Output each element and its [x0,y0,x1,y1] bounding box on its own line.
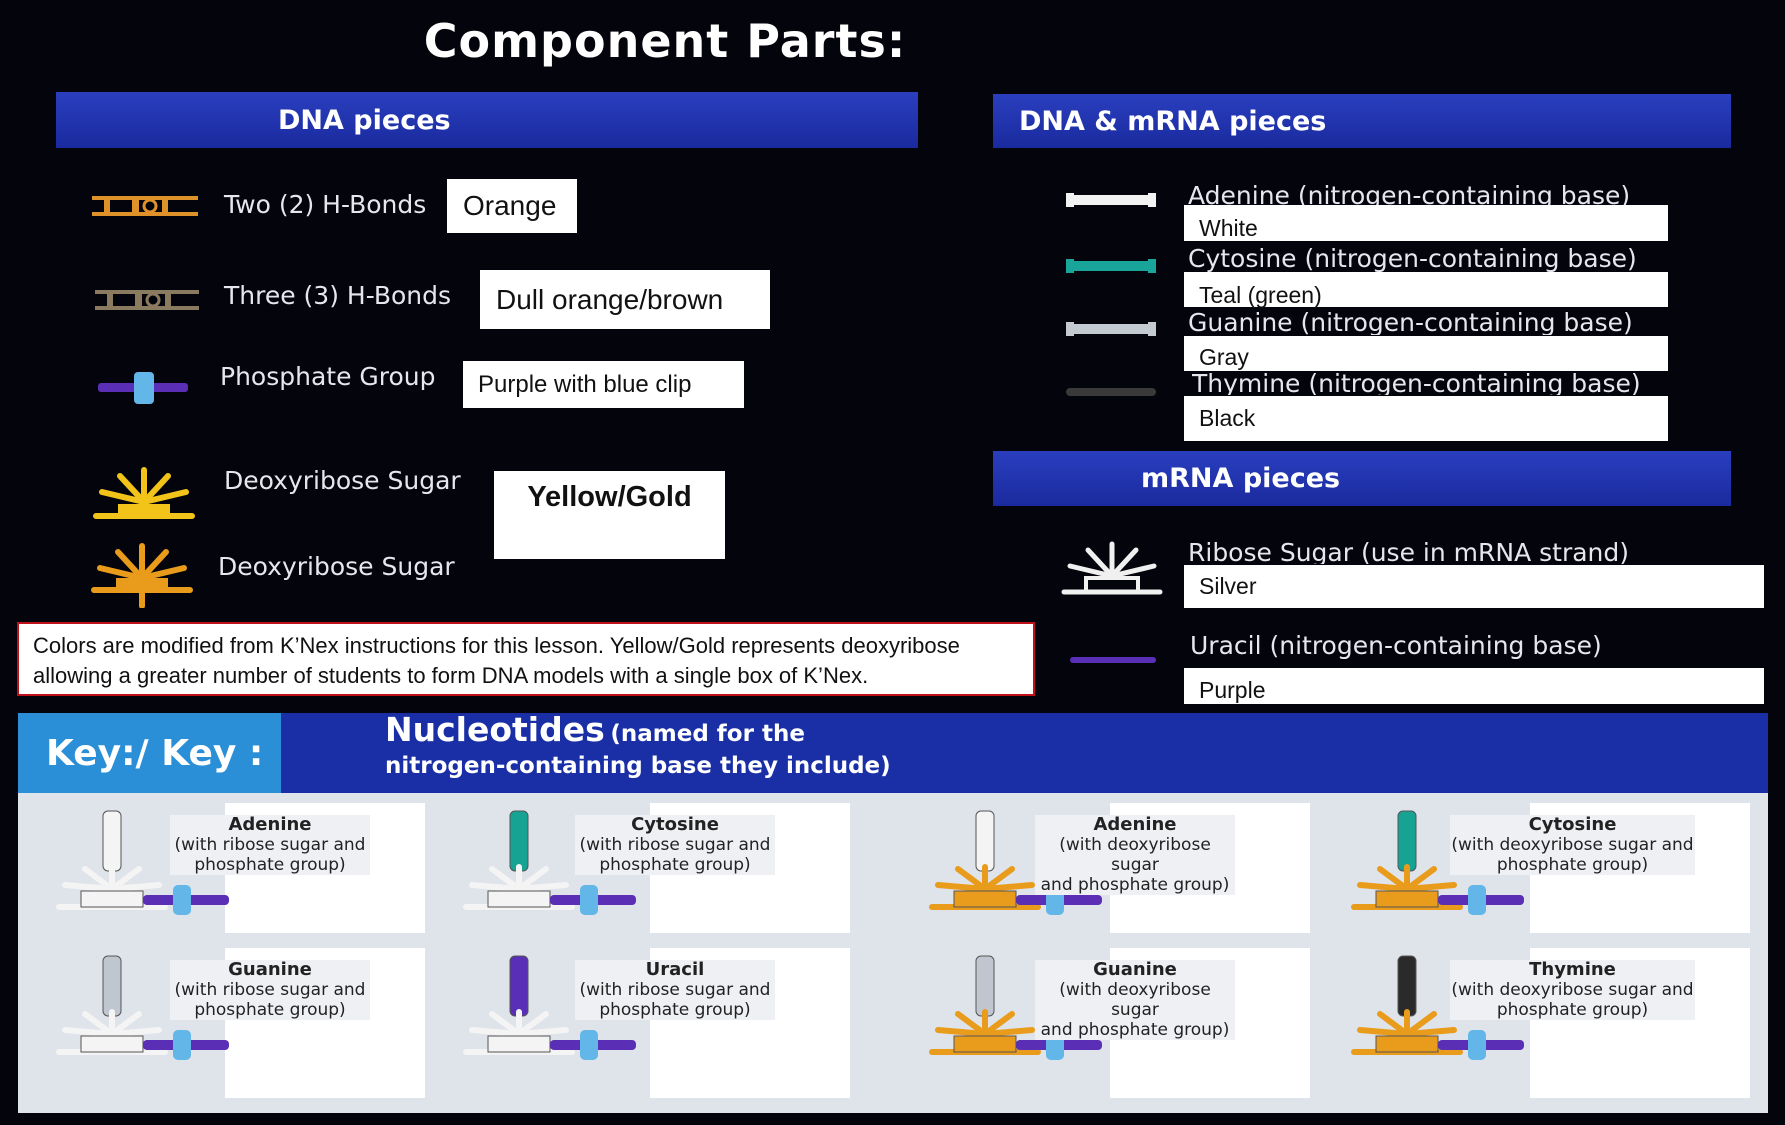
uracil-label: Uracil (nitrogen-containing base) [1190,631,1602,660]
nucleotide-model-icon [929,955,1102,1060]
nucleotide-name: Thymine [1529,959,1616,980]
answer-box-phosphate: Purple with blue clip [463,361,744,408]
nucleotide-desc-line-2: and phosphate group) [1040,875,1230,895]
nucleotide-name: Cytosine [631,814,719,835]
answer-box-uracil: Purple [1184,668,1764,704]
nucleotide-desc-line-2: phosphate group) [194,1000,346,1020]
answer-box-guanine: Gray [1184,336,1668,371]
ribose-sugar-icon [1061,541,1163,595]
answer-box-thymine: Black [1184,396,1668,441]
dna-item-label-1: Two (2) H-Bonds [224,190,427,219]
adenine-piece-icon [1066,193,1156,207]
dna-mrna-pieces-header: DNA & mRNA pieces [993,94,1731,148]
mrna-pieces-header-label: mRNA pieces [1141,463,1341,494]
nucleotide-desc-line-1: (with ribose sugar and [174,835,366,855]
nucleotide-name: Cytosine [1528,814,1617,835]
hbond-two-icon [92,196,198,216]
nucleotide-desc-line-1: (with deoxyribose sugar and [1451,835,1694,855]
nucleotide-desc-line-1: (with ribose sugar and [579,980,771,1000]
answer-box-two-hbonds: Orange [447,179,577,233]
nucleotide-model-icon [463,810,636,915]
nucleotide-model-icon [1351,810,1524,915]
nucleotide-model-icon [56,955,229,1060]
answer-box-cytosine: Teal (green) [1184,272,1668,308]
dna-item-label-2: Three (3) H-Bonds [224,281,452,310]
thymine-label: Thymine (nitrogen-containing base) [1192,369,1641,395]
nucleotide-name: Uracil [645,959,705,980]
nucleotide-model-icon [929,810,1102,915]
nucleotide-desc-line-2: phosphate group) [1496,855,1649,875]
page-title: Component Parts: [423,14,907,68]
hbond-three-icon [95,290,199,310]
answer-box-ribose: Silver [1184,565,1764,608]
nucleotide-name: Adenine [1093,814,1177,835]
thymine-piece-icon [1066,388,1156,396]
cytosine-label: Cytosine (nitrogen-containing base) [1188,246,1637,272]
dna-item-label-4: Deoxyribose Sugar [224,466,461,495]
dna-pieces-header-label: DNA pieces [278,104,451,136]
nucleotides-title-small-2: nitrogen-containing base they include) [385,753,891,779]
key-tab: Key:/ Key : [18,713,281,793]
answer-box-three-hbonds: Dull orange/brown [480,270,770,329]
nucleotide-name: Guanine [228,959,312,980]
deoxyribose-orange-icon [91,543,193,608]
nucleotide-desc-line-1: (with ribose sugar and [579,835,771,855]
nucleotides-title-small-1: (named for the [610,721,805,747]
guanine-piece-icon [1066,322,1156,336]
cytosine-piece-icon [1066,259,1156,273]
adenine-label: Adenine (nitrogen-containing base) [1188,181,1631,205]
nucleotides-title: Nucleotides (named for the nitrogen-cont… [385,713,891,783]
ribose-label: Ribose Sugar (use in mRNA strand) [1188,538,1630,564]
nucleotide-desc-line-2: and phosphate group) [1040,1020,1230,1040]
nucleotide-desc-line-2: phosphate group) [1496,1000,1649,1020]
dna-pieces-header: DNA pieces [56,92,918,148]
nucleotide-desc-line-1: (with ribose sugar and [174,980,366,1000]
nucleotide-name: Guanine [1093,959,1177,980]
dna-item-label-3: Phosphate Group [220,362,436,391]
nucleotide-desc-line-2: phosphate group) [194,855,346,875]
answer-box-adenine: White [1184,205,1668,241]
color-note: Colors are modified from K’Nex instructi… [17,622,1035,696]
nucleotide-model-icon [463,955,636,1060]
nucleotide-desc-line-1: (with deoxyribose sugar [1059,980,1211,1020]
key-header-bar [18,713,1768,793]
phosphate-icon [98,372,188,404]
answer-box-deoxyribose: Yellow/Gold [494,471,725,559]
deoxyribose-yellow-icon [93,467,195,519]
nucleotide-desc-line-2: phosphate group) [599,855,751,875]
mrna-pieces-header: mRNA pieces [993,451,1731,506]
nucleotide-model-icon [1351,955,1524,1060]
nucleotide-name: Adenine [228,814,312,835]
nucleotide-desc-line-1: (with deoxyribose sugar [1059,835,1211,875]
nucleotide-desc-line-1: (with deoxyribose sugar and [1451,980,1694,1000]
nucleotide-model-icon [56,810,229,915]
nucleotides-title-big: Nucleotides [385,710,605,749]
nucleotide-desc-line-2: phosphate group) [599,1000,751,1020]
dna-item-label-5: Deoxyribose Sugar [218,552,455,581]
uracil-piece-icon [1070,657,1156,663]
dna-mrna-pieces-header-label: DNA & mRNA pieces [1019,105,1327,137]
guanine-label: Guanine (nitrogen-containing base) [1188,309,1633,335]
